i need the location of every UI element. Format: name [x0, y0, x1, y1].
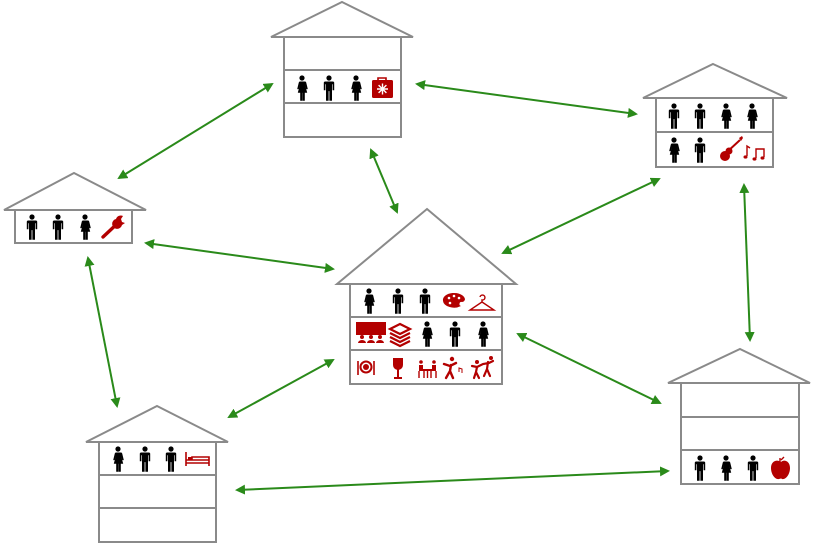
music-notes-icon: [743, 144, 765, 161]
arrow-left-top: [117, 82, 274, 180]
clothes-hanger-icon: [467, 294, 497, 311]
apple-icon: [771, 456, 790, 480]
theater-audience-icon: [356, 322, 386, 343]
wine-glass-icon: [393, 358, 403, 379]
books-stack-icon: [387, 322, 413, 348]
roof: [85, 404, 229, 443]
room-row-2: [669, 136, 765, 163]
house-bottom-right: [667, 347, 811, 485]
room-row-1: [26, 214, 125, 240]
plate-cutlery-icon: [357, 360, 375, 375]
roof: [334, 207, 519, 285]
room-row-3: [694, 455, 790, 481]
house-top: [270, 0, 414, 138]
connections: [84, 80, 755, 495]
arrow-center-bottomright: [516, 332, 662, 405]
roof: [642, 62, 788, 99]
wrench-icon: [101, 215, 125, 239]
room-row-3: [357, 356, 495, 380]
bed-icon: [185, 452, 210, 466]
arrow-left-bottomleft: [84, 256, 121, 408]
couple-dancing-icon: [470, 356, 495, 380]
room-row-1: [113, 446, 210, 472]
arrow-topright-center: [501, 177, 661, 255]
room-row-2: [356, 321, 489, 348]
room-row-1: [364, 288, 497, 314]
house-center: [334, 207, 519, 385]
people-dining-icon: [418, 360, 437, 378]
arrow-left-center: [144, 239, 335, 273]
house-left: [3, 171, 147, 244]
room-row-2: [297, 75, 393, 101]
arrow-bottomleft-bottomright: [235, 466, 670, 495]
roof: [270, 0, 414, 38]
guitar-icon: [720, 136, 743, 161]
arrow-top-topright: [415, 80, 638, 118]
roof: [667, 347, 811, 384]
arrow-bottomleft-center: [227, 359, 335, 418]
house-top-right: [642, 62, 788, 168]
roof: [3, 171, 147, 211]
dancer-icon: [442, 356, 463, 380]
first-aid-kit-icon: [372, 77, 393, 98]
arrow-top-center: [369, 148, 399, 214]
house-bottom-left: [85, 404, 229, 543]
paint-palette-icon: [442, 292, 465, 308]
arrow-topright-bottomright: [739, 183, 755, 342]
